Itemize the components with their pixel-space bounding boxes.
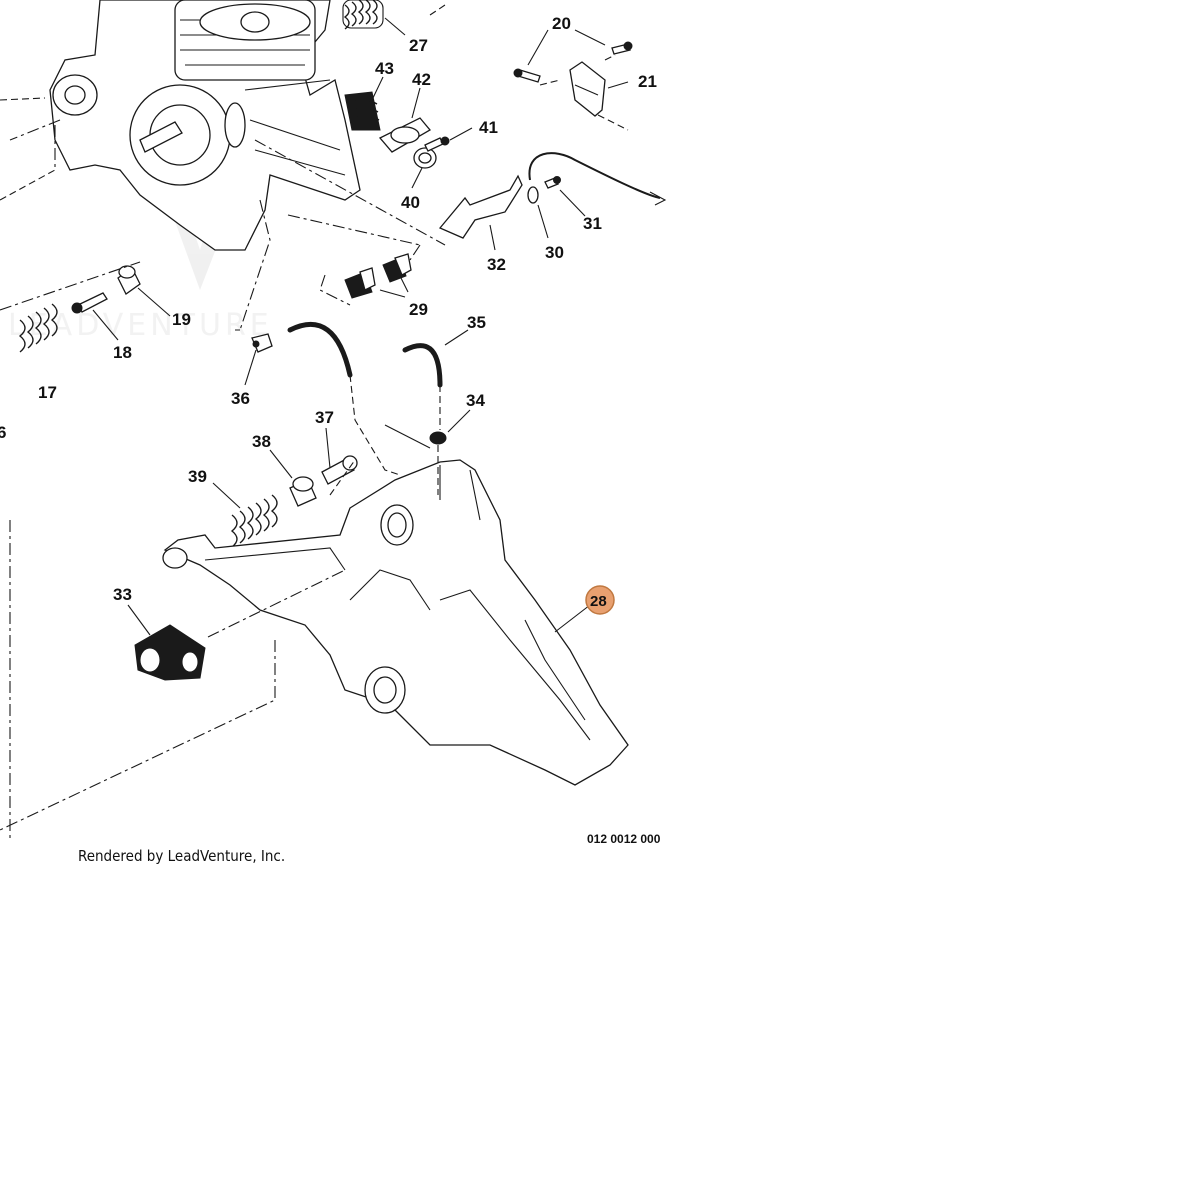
buffers-29[interactable] bbox=[344, 253, 412, 299]
callout-34[interactable]: 34 bbox=[466, 391, 485, 410]
spring-27[interactable] bbox=[342, 0, 384, 30]
callout-33[interactable]: 33 bbox=[113, 585, 132, 604]
cable-30[interactable] bbox=[527, 152, 667, 206]
hose-left[interactable] bbox=[287, 321, 353, 378]
intake-manifold-33[interactable] bbox=[134, 624, 206, 681]
credit-text: Rendered by LeadVenture, Inc. bbox=[78, 847, 285, 865]
watermark-text: LEADVENTURE bbox=[8, 308, 273, 343]
screw-41[interactable] bbox=[424, 136, 450, 152]
tank-housing-28[interactable] bbox=[162, 459, 629, 786]
callout-21[interactable]: 21 bbox=[638, 72, 657, 91]
callout-19[interactable]: 19 bbox=[172, 310, 191, 329]
callout-32[interactable]: 32 bbox=[487, 255, 506, 274]
spring-39[interactable] bbox=[230, 494, 278, 548]
o-ring-40[interactable] bbox=[413, 147, 437, 169]
callout-36[interactable]: 36 bbox=[231, 389, 250, 408]
callout-17[interactable]: 17 bbox=[38, 383, 57, 402]
screw-18[interactable] bbox=[71, 292, 108, 314]
callout-37[interactable]: 37 bbox=[315, 408, 334, 427]
fitting-36[interactable] bbox=[251, 333, 273, 353]
intake-flange-42[interactable] bbox=[378, 117, 431, 153]
drawing-code: 012 0012 000 bbox=[587, 832, 661, 846]
callout-41[interactable]: 41 bbox=[479, 118, 498, 137]
lever-32[interactable] bbox=[438, 174, 523, 239]
callout-43[interactable]: 43 bbox=[375, 59, 394, 78]
callout-31[interactable]: 31 bbox=[583, 214, 602, 233]
callout-40[interactable]: 40 bbox=[401, 193, 420, 212]
leader-lines bbox=[0, 4, 629, 840]
screw-31[interactable] bbox=[544, 176, 561, 189]
callout-28-highlight bbox=[585, 585, 615, 615]
callout-30[interactable]: 30 bbox=[545, 243, 564, 262]
callout-6[interactable]: 6 bbox=[0, 423, 6, 442]
callout-42[interactable]: 42 bbox=[412, 70, 431, 89]
bracket-21[interactable] bbox=[569, 61, 606, 117]
bushing-38[interactable] bbox=[289, 476, 317, 507]
callout-29[interactable]: 29 bbox=[409, 300, 428, 319]
callout-35[interactable]: 35 bbox=[467, 313, 486, 332]
callout-28[interactable]: 28 bbox=[590, 593, 607, 610]
intake-boot-43[interactable] bbox=[344, 91, 381, 131]
screw-37[interactable] bbox=[321, 455, 358, 485]
callout-39[interactable]: 39 bbox=[188, 467, 207, 486]
spring-17[interactable] bbox=[18, 303, 58, 353]
callout-leaders bbox=[92, 17, 629, 636]
callout-20[interactable]: 20 bbox=[552, 14, 571, 33]
screws-20[interactable] bbox=[513, 41, 633, 83]
engine-crankcase[interactable] bbox=[49, 0, 361, 251]
callout-labels: 20 21 27 43 42 41 40 31 30 32 29 19 18 1… bbox=[0, 14, 657, 610]
callout-27[interactable]: 27 bbox=[409, 36, 428, 55]
callout-38[interactable]: 38 bbox=[252, 432, 271, 451]
buffer-19[interactable] bbox=[117, 265, 141, 295]
callout-18[interactable]: 18 bbox=[113, 343, 132, 362]
grommet-34[interactable] bbox=[429, 431, 447, 445]
hose-35[interactable] bbox=[402, 343, 443, 388]
